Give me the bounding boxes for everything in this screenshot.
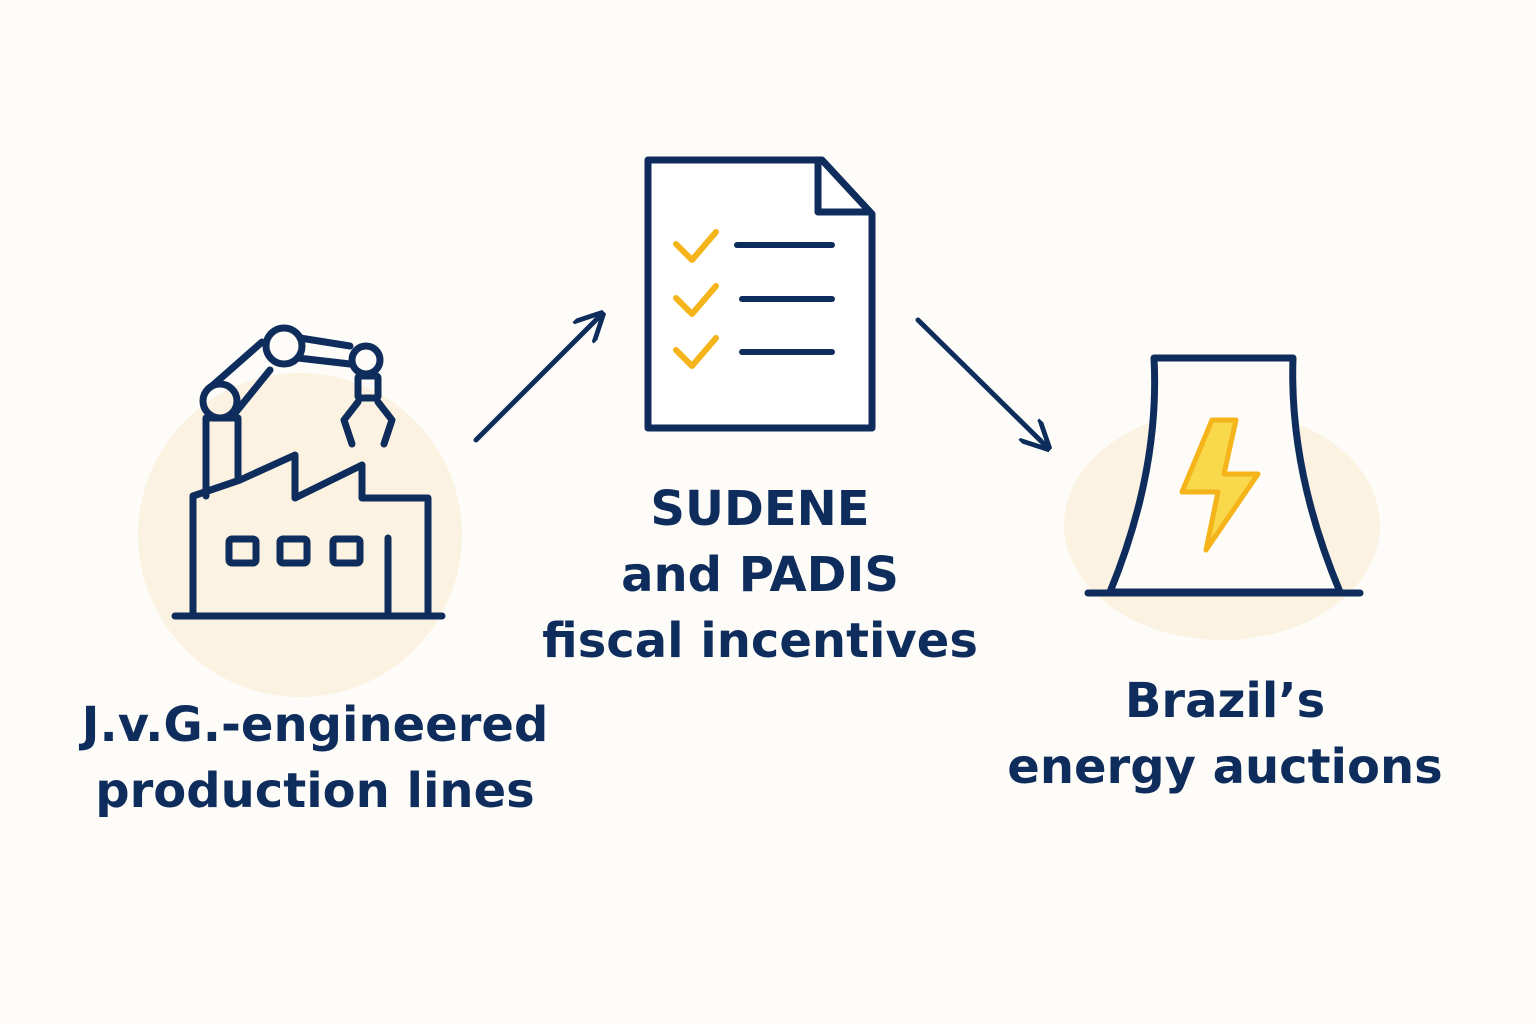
checkmark-icon [673, 229, 719, 263]
incentives-label-line: SUDENE [650, 481, 870, 537]
lightning-bolt-icon [1179, 417, 1261, 553]
energy-label: Brazil’s energy auctions [985, 668, 1465, 800]
checkmark-icon [673, 283, 719, 317]
incentives-node [644, 156, 876, 432]
arrow-incentives-to-energy [915, 317, 1046, 446]
incentives-label: SUDENE and PADIS fiscal incentives [520, 476, 1000, 674]
factory-label-line: J.v.G.-engineered [81, 697, 549, 753]
checkmark-icon [673, 335, 719, 369]
factory-label: J.v.G.-engineered production lines [60, 692, 570, 824]
energy-label-line: Brazil’s [1124, 673, 1326, 729]
checklist-document-icon [644, 156, 876, 432]
incentives-label-line: fiscal incentives [542, 613, 978, 669]
power-plant-lightning-icon [1084, 354, 1364, 597]
factory-node [138, 324, 462, 697]
arrow-factory-to-incentives [473, 316, 600, 443]
robotic-factory-icon [171, 324, 446, 620]
factory-halo [138, 373, 462, 697]
incentives-label-line: and PADIS [621, 547, 899, 603]
energy-node [1064, 354, 1380, 640]
energy-label-line: energy auctions [1007, 739, 1443, 795]
factory-label-line: production lines [95, 763, 535, 819]
